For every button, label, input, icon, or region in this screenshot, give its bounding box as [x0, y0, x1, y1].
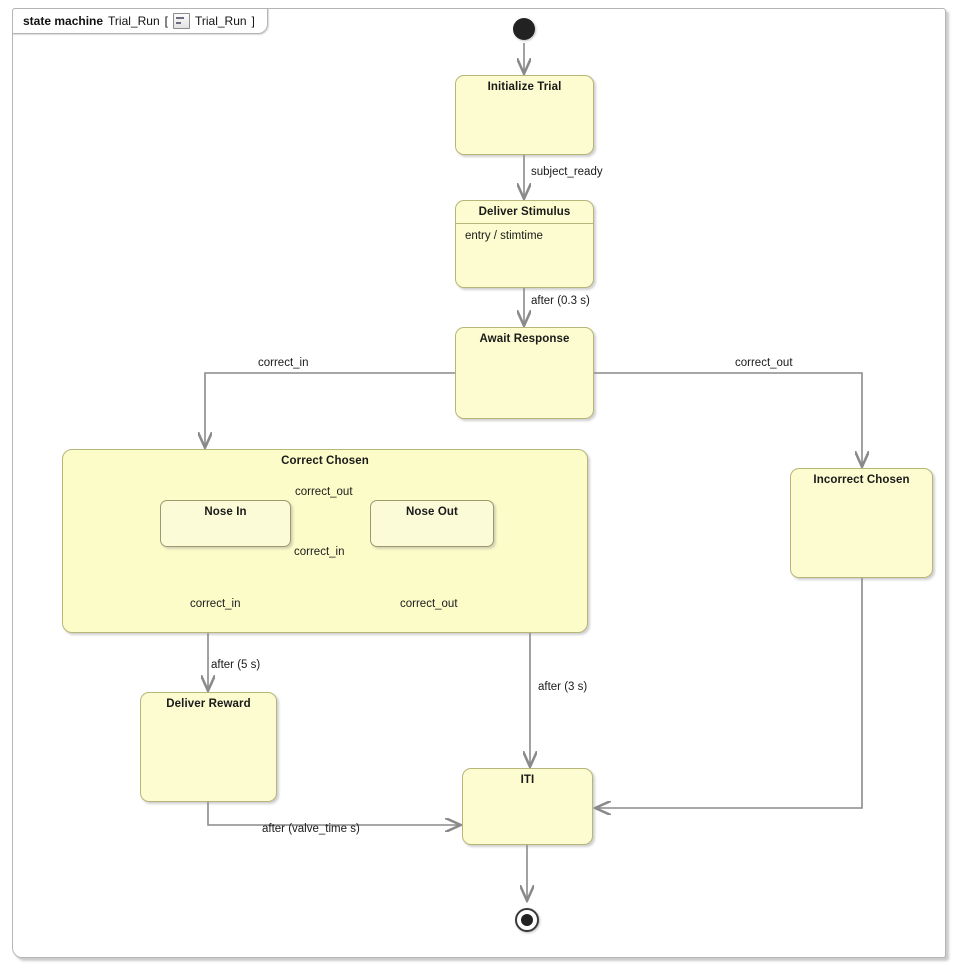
transition-label-after-0-3s: after (0.3 s) — [531, 295, 590, 307]
state-initialize-trial[interactable]: Initialize Trial — [455, 75, 594, 155]
substate-nose-in[interactable]: Nose In — [160, 500, 291, 547]
frame-bracket-open: [ — [164, 14, 168, 28]
state-deliver-stimulus[interactable]: Deliver Stimulus entry / stimtime — [455, 200, 594, 288]
state-title: Initialize Trial — [487, 81, 562, 93]
state-title: Await Response — [479, 333, 570, 345]
state-machine-icon — [172, 13, 190, 29]
substate-title: Nose In — [204, 506, 247, 518]
final-node — [515, 908, 539, 932]
state-title: Deliver Reward — [166, 698, 251, 710]
transition-label-after-5s: after (5 s) — [211, 659, 261, 671]
frame-keyword: state machine — [23, 14, 104, 28]
diagram-frame-header: state machine Trial_Run [ Trial_Run ] — [12, 8, 268, 34]
state-title: ITI — [520, 774, 535, 786]
transition-label-nosein-to-noseout: correct_out — [295, 486, 353, 498]
transition-label-nosein-self: correct_in — [190, 598, 241, 610]
transition-label-noseout-self: correct_out — [400, 598, 458, 610]
state-entry-action: entry / stimtime — [465, 230, 543, 242]
frame-inner-name: Trial_Run — [194, 14, 247, 28]
transition-label-subject-ready: subject_ready — [531, 166, 603, 178]
state-title: Deliver Stimulus — [478, 206, 571, 218]
frame-bracket-close: ] — [251, 14, 255, 28]
state-title: Correct Chosen — [281, 455, 369, 467]
state-deliver-reward[interactable]: Deliver Reward — [140, 692, 277, 802]
transition-label-correct-out-right: correct_out — [735, 357, 793, 369]
state-incorrect-chosen[interactable]: Incorrect Chosen — [790, 468, 933, 578]
transition-label-correct-in-left: correct_in — [258, 357, 309, 369]
initial-node — [513, 18, 535, 40]
transition-label-after-3s: after (3 s) — [538, 681, 588, 693]
state-await-response[interactable]: Await Response — [455, 327, 594, 419]
substate-nose-out[interactable]: Nose Out — [370, 500, 494, 547]
frame-name: Trial_Run — [108, 14, 160, 28]
substate-title: Nose Out — [406, 506, 458, 518]
compartment-divider — [456, 223, 593, 224]
state-correct-chosen[interactable]: Correct Chosen — [62, 449, 588, 633]
transition-label-noseout-to-nosein: correct_in — [294, 546, 345, 558]
transition-label-after-valve-time: after (valve_time s) — [262, 823, 360, 835]
state-iti[interactable]: ITI — [462, 768, 593, 845]
state-title: Incorrect Chosen — [813, 474, 910, 486]
